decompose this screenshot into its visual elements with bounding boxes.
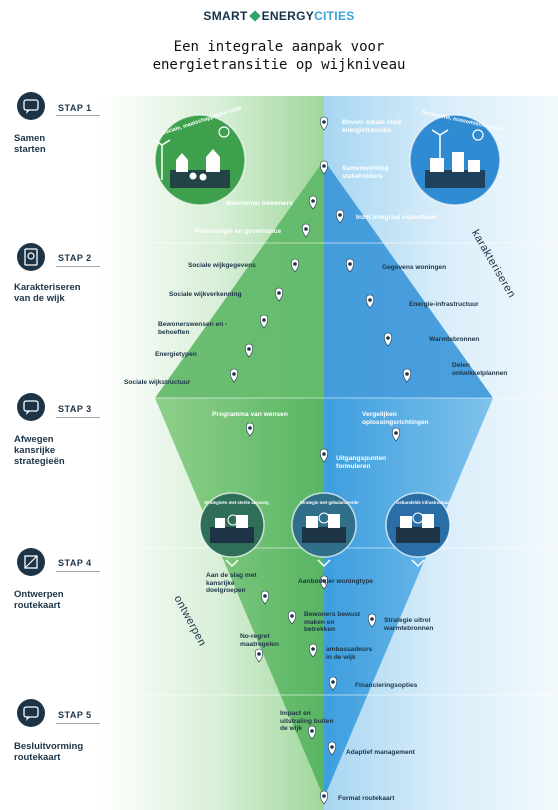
location-pin-dot	[322, 794, 326, 798]
chevron-down-icon	[411, 559, 425, 568]
label-financiering: Financieringsopties	[355, 682, 418, 689]
lower-left-funnel	[155, 398, 324, 798]
logo-diamond-icon	[248, 10, 261, 22]
step-5-label: STAP 5	[58, 710, 92, 720]
label-visie: Boven- lokale visie energietransitie	[342, 119, 402, 134]
step-divider	[56, 417, 100, 418]
label-impact: Impact en uitstraling buiten de wijk	[280, 710, 334, 732]
label-aan-de-slag: Aan de slag met kansrijke doelgroepen	[206, 572, 257, 594]
chat-icon	[17, 92, 45, 120]
step-1-desc: Samen starten	[14, 133, 46, 155]
location-pin-dot	[322, 120, 326, 124]
location-pin-dot	[248, 426, 252, 430]
location-pin-dot	[370, 617, 374, 621]
step-5-desc: Besluitvorming routekaart	[14, 741, 84, 763]
strategy-circle-2	[291, 492, 357, 558]
strategy-2-title: Strategie met gebalanceerde	[300, 500, 359, 505]
location-pin-dot	[277, 291, 281, 295]
location-pin-dot	[338, 213, 342, 217]
label-samenwerking: Samenwerking stakeholders	[342, 165, 389, 180]
label-ambassadeurs: ambassadeurs in de wijk	[326, 646, 373, 661]
chevron-down-icon	[317, 559, 331, 568]
location-pin-dot	[368, 298, 372, 302]
location-pin-dot	[405, 372, 409, 376]
label-energietypen: Energietypen	[155, 351, 197, 358]
lower-right-funnel	[324, 398, 493, 798]
label-programma: Programma van wensen	[212, 411, 288, 418]
upper-right-triangle	[324, 160, 493, 398]
step-3-desc: Afwegen kansrijke strategieën	[14, 434, 65, 467]
location-pin-dot	[322, 164, 326, 168]
upper-left-triangle	[155, 160, 324, 398]
label-adaptief: Adaptief management	[346, 749, 415, 756]
location-pin-dot	[247, 347, 251, 351]
search-doc-icon	[17, 243, 45, 271]
location-pin-dot	[262, 318, 266, 322]
location-pin-dot	[322, 452, 326, 456]
step-2-label: STAP 2	[58, 253, 92, 263]
location-pin-dot	[232, 372, 236, 376]
step-2-desc: Karakteriseren van de wijk	[14, 282, 81, 304]
location-pin-dot	[290, 614, 294, 618]
chat-icon	[17, 393, 45, 421]
location-pin-dot	[331, 680, 335, 684]
technical-route-circle	[409, 114, 501, 206]
label-ontwikkelplannen: Delen ontwikkelplannen	[452, 362, 508, 377]
label-format: Format routekaart	[338, 795, 395, 802]
blueprint-icon	[17, 548, 45, 576]
strategy-1-title: Strategieën met sterke aanvang	[204, 500, 269, 505]
label-procesregie: Procesregie en governance	[195, 228, 282, 235]
location-pin-dot	[310, 729, 314, 733]
label-warmtebronnen: Warmtebronnen	[429, 336, 480, 343]
label-infrastructuur: Energie-infrastructuur	[409, 301, 479, 308]
location-pin-dot	[293, 262, 297, 266]
step-3-label: STAP 3	[58, 404, 92, 414]
page-title: Een integrale aanpak voor energietransit…	[152, 39, 406, 73]
label-noregret: No-regret maatregelen	[240, 633, 279, 648]
location-pin-dot	[322, 579, 326, 583]
step-divider	[56, 115, 100, 116]
step-4-desc: Ontwerpen routekaart	[14, 589, 64, 611]
location-pin-dot	[394, 431, 398, 435]
label-wensen: Bewonerswensen en -behoeften	[158, 321, 228, 336]
location-pin-dot	[386, 336, 390, 340]
label-vergelijken: Vergelijken oplossingsrichtingen	[362, 411, 429, 426]
step-4-label: STAP 4	[58, 558, 92, 568]
label-sociale-gegevens: Sociale wijkgegevens	[188, 262, 256, 269]
label-wijkstructuur: Sociale wijkstructuur	[124, 379, 191, 386]
strategy-circle-1	[199, 492, 265, 558]
label-meenemen: Meenemen bewoners	[226, 200, 293, 207]
chevron-down-icon	[225, 559, 239, 568]
label-aanbod: Aanbod per woningtype	[298, 578, 374, 585]
social-route-circle	[153, 114, 246, 206]
step-1-label: STAP 1	[58, 103, 92, 113]
label-strategie-uitrol: Strategie uitrol warmtebronnen	[384, 617, 434, 632]
label-uitgangspunten: Uitgangspunten formuleren	[336, 455, 387, 470]
strategy-3-title: Gebundelde infrastructuur	[396, 500, 451, 505]
location-pin-dot	[304, 227, 308, 231]
label-gegevens-woningen: Gegevens woningen	[382, 264, 447, 271]
label-expertteam: Inzet integraal expertteam	[356, 214, 438, 221]
step-divider	[56, 571, 100, 572]
step-divider	[56, 266, 100, 267]
label-verkenning: Sociale wijkverkenning	[169, 291, 242, 298]
location-pin-dot	[257, 652, 261, 656]
location-pin-dot	[330, 745, 334, 749]
location-pin-dot	[348, 262, 352, 266]
chat-icon	[17, 699, 45, 727]
strategy-circle-3	[385, 492, 451, 558]
location-pin-dot	[311, 647, 315, 651]
label-bewoners-bewust: Bewoners bewust maken en betrekken	[304, 611, 361, 633]
location-pin-dot	[263, 594, 267, 598]
location-pin-dot	[311, 199, 315, 203]
step-divider	[56, 723, 100, 724]
